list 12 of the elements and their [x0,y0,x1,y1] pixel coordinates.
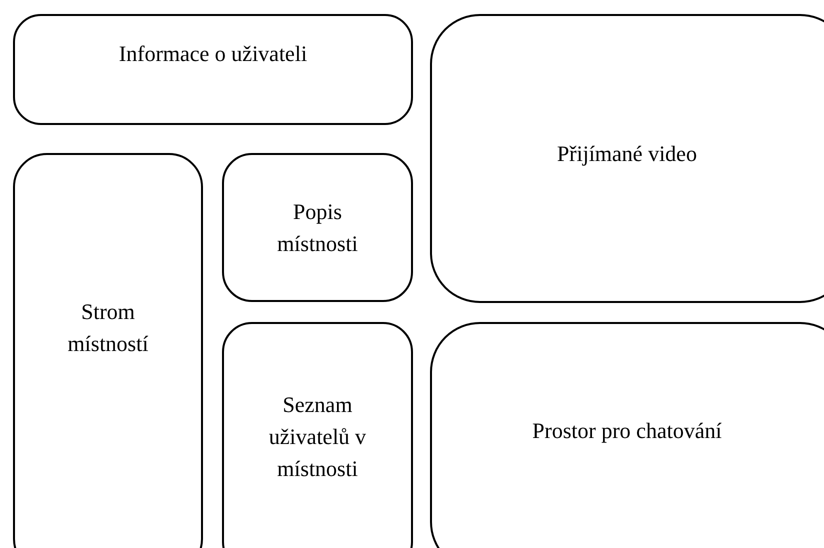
box-label: Prostor pro chatování [532,417,722,445]
box-label: Popis místnosti [276,198,359,258]
box-label: Informace o uživateli [118,40,308,68]
rounded-box [222,322,413,548]
rounded-box [13,153,203,548]
rounded-box [430,322,824,548]
rounded-box [222,153,413,302]
box-label: Přijímané video [557,140,697,168]
box-label: Strom místností [66,298,150,358]
box-label: Seznam uživatelů v místnosti [268,391,368,483]
rounded-box [13,14,413,125]
rounded-box [430,14,824,303]
